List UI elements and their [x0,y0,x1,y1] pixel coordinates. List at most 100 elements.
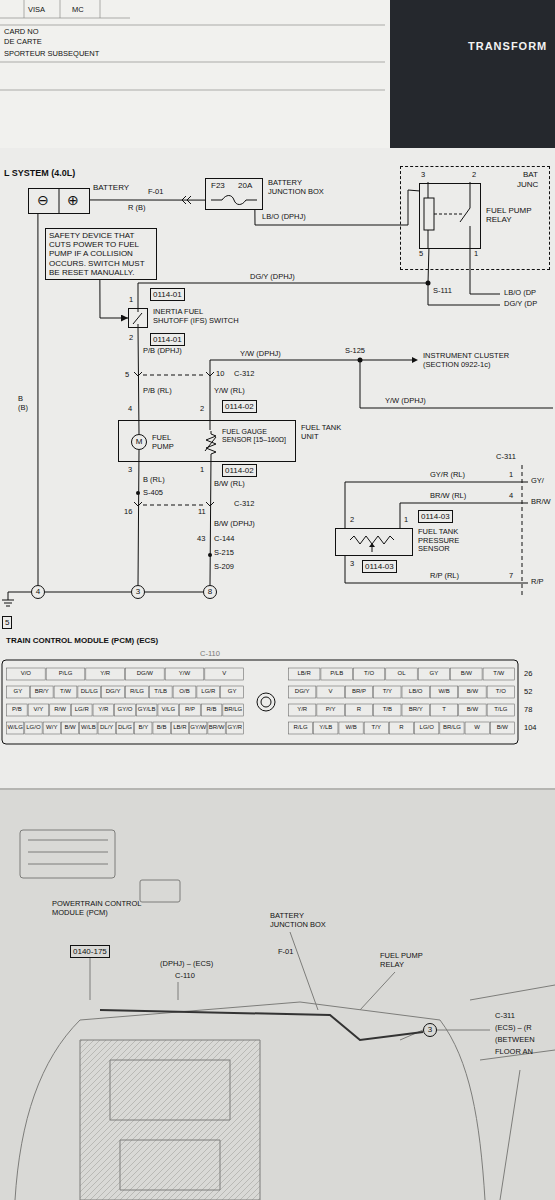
battery-symbol: BATTERY⊖⊕ [28,188,90,214]
connector-cavity [208,722,225,734]
pin-code: V [222,670,226,677]
label-text: (BETWEEN [495,1036,535,1045]
connector-cavity [483,668,514,680]
connector-cavity [465,722,489,734]
pin-code: T/W [493,670,504,677]
label-text: BR/W [531,498,551,507]
note-box: SAFETY DEVICE THAT CUTS POWER TO FUEL PU… [45,228,157,280]
pin-code: GY/LB [138,706,156,713]
connector-cavity [386,668,417,680]
connector-cavity [289,722,313,734]
connector-cavity [115,704,136,716]
pin-code: B/Y [138,724,148,731]
node-text: 4 [36,587,40,596]
label-text: FUEL PUMP RELAY [380,952,435,969]
connector-tag: 0114-02 [222,464,257,477]
wire [345,482,528,583]
node-text: FUEL GAUGE SENSOR [15–160Ω] [222,428,294,444]
wire [143,375,205,505]
wire [428,182,470,248]
tank-unit-box: FUEL TANK UNITMFUEL PUMPFUEL GAUGE SENSO… [118,420,296,462]
pin-code: Y/W [179,670,190,677]
connector-cavity [339,722,363,734]
connector-cavity [126,668,165,680]
label-text: 16 [124,508,132,517]
node-text: 0114-02 [225,466,254,475]
label-text: LB/O (DP [504,289,536,298]
wire [424,198,434,230]
pin-code: R/LG [130,688,144,695]
connector-cavity [50,704,71,716]
splice-dot [369,543,375,547]
label-text: R (B) [128,204,146,213]
pin-code: T [442,706,446,713]
node-text: FUEL PUMP RELAY [486,206,532,224]
connector-cavity [93,704,114,716]
pin-code: T/B [383,706,392,713]
label-text: 1 [509,471,513,480]
vehicle-illustration [470,985,555,1200]
connector-cavity [7,722,24,734]
label-text: S-111 [433,287,452,296]
label-text: 104 [524,724,537,733]
node-text: 0114-03 [365,562,394,571]
label-text: 4 [509,492,513,501]
resistor-symbol [204,431,218,455]
pin-code: W/LB [81,724,96,731]
label-text: POWERTRAIN CONTROL MODULE (PCM) [52,900,147,917]
node-text: SAFETY DEVICE THAT CUTS POWER TO FUEL PU… [49,231,153,277]
node-text: 3 [136,587,140,596]
pin-code: P/B [12,706,22,713]
connector-cavity [451,668,482,680]
wire [434,214,463,215]
connector-cavity [364,722,388,734]
node-text: INERTIA FUEL SHUTOFF (IFS) SWITCH [153,308,239,325]
ground-circle: 3 [131,585,145,599]
connector-cavity [173,686,196,698]
label-text: F-01 [148,188,163,197]
splice-dot [136,491,140,495]
connector-cavity [402,704,429,716]
pin-code: T/O [496,688,506,695]
label-text: TRAIN CONTROL MODULE (PCM) (ECS) [6,636,158,645]
wire [2,660,518,744]
label-text: 5 [125,371,129,380]
pin-code: LG/O [420,724,434,731]
pin-code: Y/LB [319,724,332,731]
label-text: 2 [200,405,204,414]
connector-cavity [201,704,222,716]
label-text: 4 [128,405,132,414]
label-text: S-215 [214,549,234,558]
label-text: CARD NO [4,28,39,37]
connector-cavity [374,704,401,716]
vehicle-illustration [80,1040,260,1200]
node-text: ⊕ [67,193,79,207]
connector-cavity [7,668,46,680]
wire [257,693,275,711]
node-text: FUEL PUMP [152,434,192,451]
pin-code: R/LG [294,724,308,731]
connector-cavity [46,668,85,680]
label-text: 2 [129,334,133,343]
pin-code: R [357,706,361,713]
label-text: VISA [28,6,45,15]
pin-code: LB/O [409,688,423,695]
pin-code: B/W [467,688,478,695]
connector-cavity [86,668,125,680]
label-text: 3 [421,171,425,180]
node-text: 0114-03 [421,512,450,521]
pin-code: DG/W [137,670,153,677]
connector-cavity [353,668,384,680]
label-text: Y/W (DPHJ) [240,350,281,359]
connector-cavity [7,686,30,698]
wire [138,328,139,434]
label-text: BATTERY JUNCTION BOX [270,912,340,929]
photo-background [0,790,555,1200]
wire [210,455,211,585]
label-text: S-125 [345,347,365,356]
pin-code: LG/O [26,724,40,731]
part-number-box: 0140-175 [70,945,110,958]
label-text: C-110 [200,650,220,659]
node-text: FUEL TANK PRESSURE SENSOR [418,528,490,554]
connector-cavity [487,686,514,698]
